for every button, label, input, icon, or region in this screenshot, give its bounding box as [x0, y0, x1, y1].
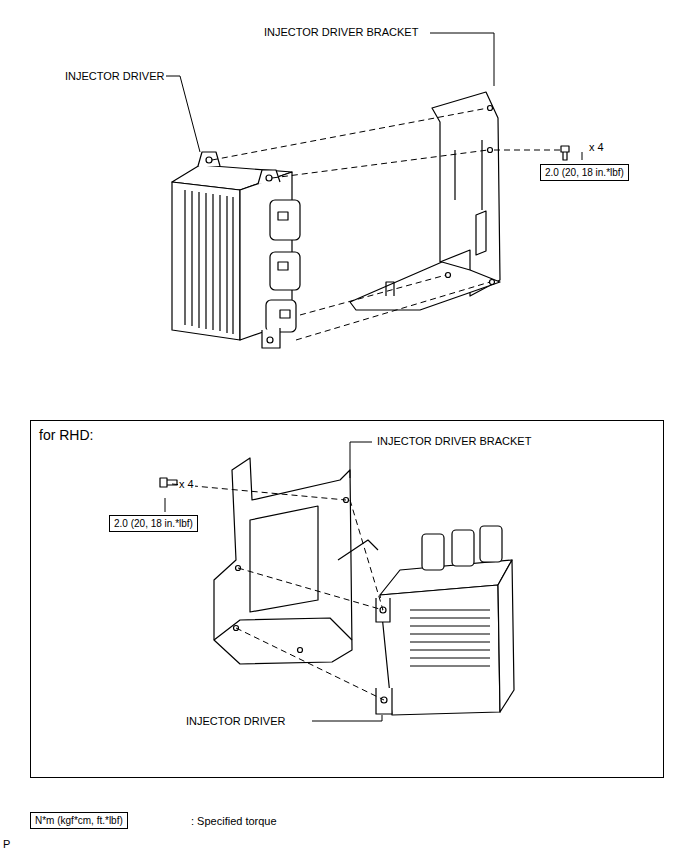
torque-value: N*m (kgf*cm, ft.*lbf) [35, 814, 123, 827]
torque-box: N*m (kgf*cm, ft.*lbf) [30, 812, 128, 829]
quantity-label: x 4 [588, 141, 605, 154]
torque-box: 2.0 (20, 18 in.*lbf) [109, 515, 198, 532]
variant-panel: for RHD: 2.0 (20, 18 in.*lbf) [30, 420, 664, 778]
quantity-label: x 4 [178, 478, 195, 491]
part-label: INJECTOR DRIVER BRACKET [263, 26, 419, 39]
part-label: INJECTOR DRIVER [185, 715, 286, 728]
torque-value: 2.0 (20, 18 in.*lbf) [545, 166, 624, 179]
torque-box: 2.0 (20, 18 in.*lbf) [540, 164, 629, 181]
page-mark: P [2, 838, 11, 851]
part-label: INJECTOR DRIVER [64, 70, 165, 83]
part-label: : Specified torque [190, 815, 278, 828]
part-label: INJECTOR DRIVER BRACKET [376, 435, 532, 448]
torque-value: 2.0 (20, 18 in.*lbf) [114, 517, 193, 530]
panel-heading: for RHD: [39, 427, 93, 443]
